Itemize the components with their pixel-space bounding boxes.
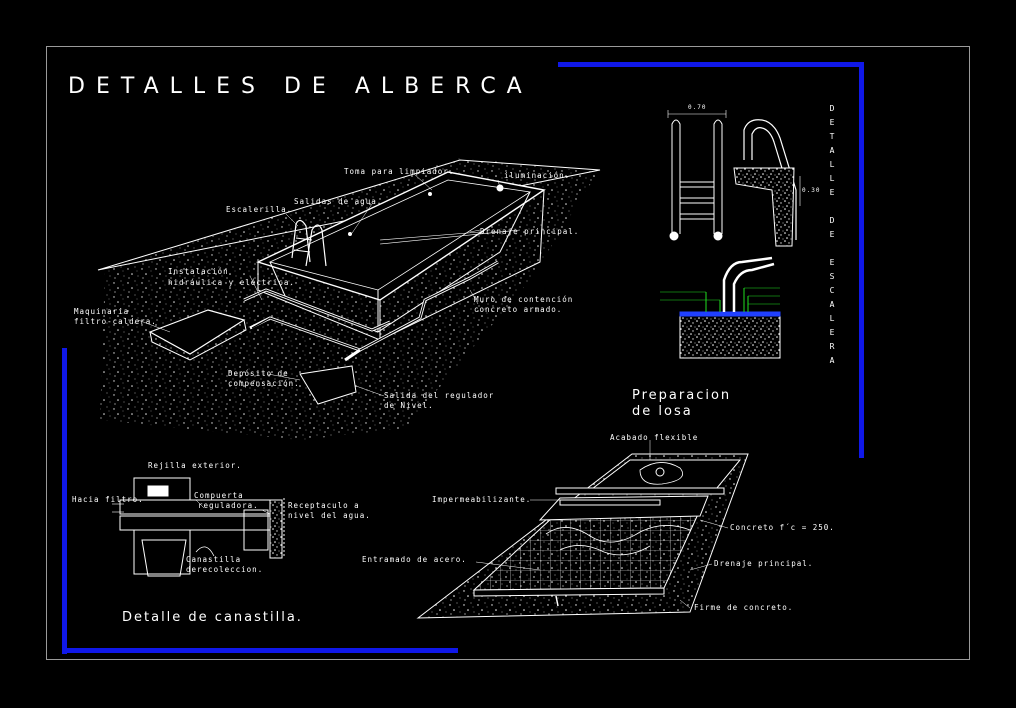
vertical-title-letter: [830, 202, 835, 212]
label-drenaje-principal: Drenaje principal.: [480, 227, 580, 236]
label-hacia-filtro: Hacia filtro.: [72, 495, 144, 504]
label-deposito-1: Depósito de: [228, 369, 289, 378]
label-toma: Toma para limpiador.: [344, 167, 455, 176]
label-maquinaria-2: filtro-caldera.: [74, 317, 157, 326]
vertical-title-letter: E: [829, 188, 835, 197]
vertical-title-letter: R: [829, 342, 835, 351]
label-receptaculo-2: nivel del agua.: [288, 511, 371, 520]
losa-title-line1: Preparacion: [632, 388, 732, 403]
vertical-title-letter: A: [829, 300, 835, 309]
slab-preparation: [416, 440, 749, 619]
skimmer-detail: [112, 477, 285, 577]
accent-bar-right: [859, 62, 864, 458]
accent-bar-top: [558, 62, 864, 67]
vertical-title-letter: [830, 244, 835, 254]
drawing-frame: [46, 46, 970, 660]
vertical-title-letter: E: [829, 258, 835, 267]
label-compuerta-1: Compuerta: [194, 491, 244, 500]
label-acabado: Acabado flexible: [610, 433, 699, 442]
pool-isometric: [97, 158, 601, 440]
label-receptaculo-1: Receptaculo a: [288, 501, 360, 510]
vertical-title-letter: S: [829, 272, 835, 281]
canastilla-title: Detalle de canastilla.: [122, 610, 303, 625]
label-escalerilla: Escalerilla.: [226, 205, 293, 214]
vertical-title-letter: L: [829, 174, 835, 183]
label-instalacion-1: Instalación: [168, 267, 229, 276]
vertical-title-letter: A: [829, 146, 835, 155]
ladder-detail: [667, 110, 801, 247]
vertical-title-letter: L: [829, 314, 835, 323]
vertical-title-letter: E: [829, 328, 835, 337]
vertical-title-letter: E: [829, 230, 835, 239]
label-drenaje-losa: Drenaje principal.: [714, 559, 814, 568]
vertical-title-letter: A: [829, 356, 835, 365]
label-deposito-2: compensación.: [228, 379, 300, 388]
label-canastilla-2: derecoleccion.: [186, 565, 264, 574]
vertical-title-letter: L: [829, 160, 835, 169]
label-instalacion-2: hidráulica y eléctrica.: [168, 278, 295, 287]
ladder-dimension-height: 0.30: [802, 187, 821, 194]
vertical-title-letter: D: [829, 104, 835, 113]
label-muro-1: Muro de contención: [474, 295, 574, 304]
label-rejilla: Rejilla exterior.: [148, 461, 242, 470]
label-entramado: Entramado de acero.: [362, 555, 467, 564]
label-concreto: Concreto f´c = 250.: [730, 523, 835, 532]
vertical-title-letter: E: [829, 118, 835, 127]
label-iluminacion: iluminación.: [504, 171, 571, 180]
label-salida-regulador-2: de Nivel.: [384, 401, 434, 410]
label-muro-2: concreto armado.: [474, 305, 563, 314]
label-impermeabilizante: Impermeabilizante.: [432, 495, 532, 504]
vertical-title-letter: T: [829, 132, 835, 141]
handrail-section: [660, 256, 781, 359]
vertical-title-letter: C: [829, 286, 835, 295]
label-compuerta-2: reguladora.: [198, 501, 259, 510]
page-title: DETALLES DE ALBERCA: [68, 74, 533, 99]
label-maquinaria-1: Maquinaria: [74, 307, 130, 316]
accent-bar-bottom: [62, 648, 458, 653]
label-canastilla-1: Canastilla: [186, 555, 242, 564]
losa-title-line2: de losa: [632, 404, 693, 419]
ladder-dimension-width: 0.70: [688, 104, 707, 111]
accent-bar-left: [62, 348, 67, 654]
label-salidas: Salidas de agua.: [294, 197, 383, 206]
vertical-title-letter: D: [829, 216, 835, 225]
label-salida-regulador-1: Salida del regulador: [384, 391, 495, 400]
label-firme: Firme de concreto.: [694, 603, 794, 612]
